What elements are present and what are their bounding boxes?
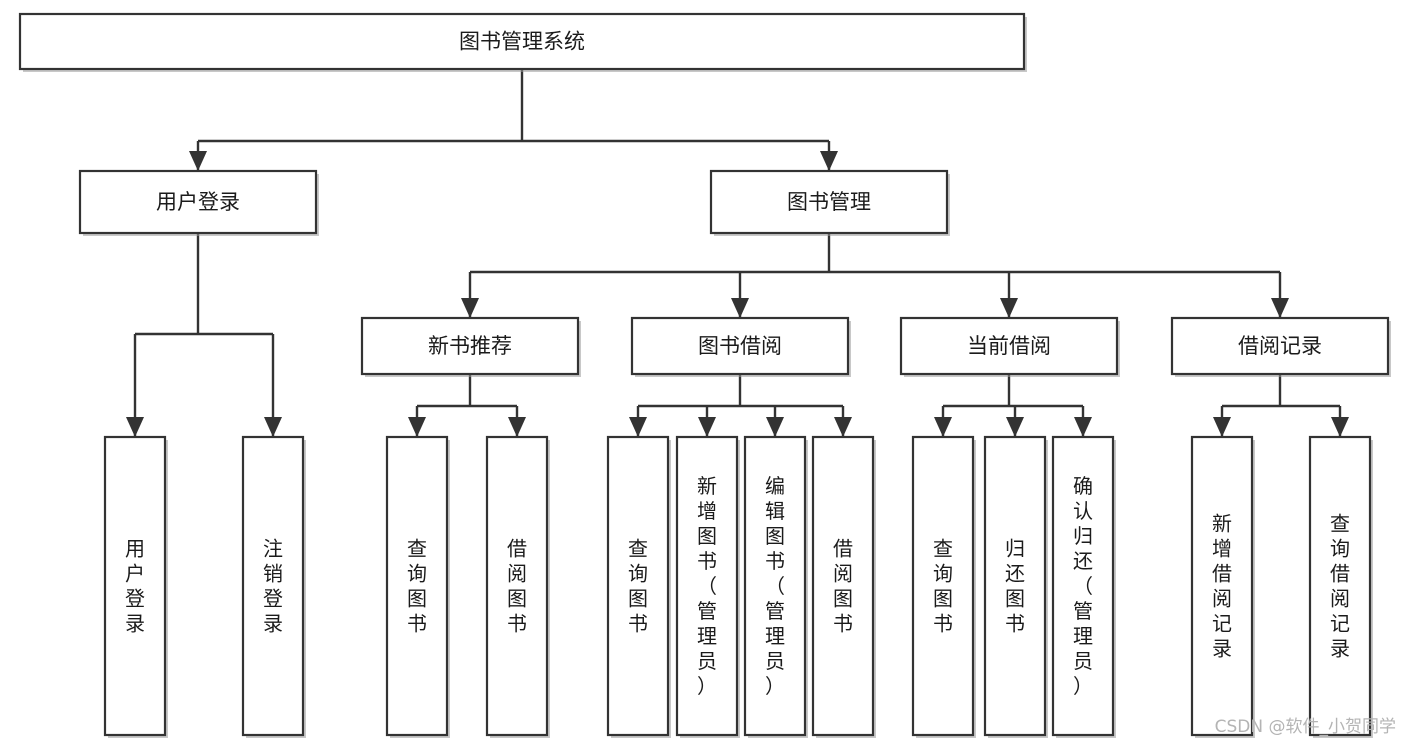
node-leaf-confirm-return[interactable]: 确认归还（管理员） [1051,435,1116,738]
connector-arrowhead [766,417,784,437]
node-label: 查询图书 [933,537,953,636]
node-label: 当前借阅 [967,334,1051,358]
node-label: 归还图书 [1005,537,1025,636]
node-leaf-edit-book[interactable]: 编辑图书（管理员） [743,435,808,738]
node-root[interactable]: 图书管理系统 [18,12,1027,72]
connector-arrowhead [508,417,526,437]
node-box-outline [485,435,549,737]
node-label: 查询图书 [628,537,648,636]
node-box-outline [1170,316,1390,376]
node-label: 注销登录 [263,537,283,636]
connector-arrowhead [731,298,749,318]
connector-arrowhead [189,151,207,171]
node-box-outline [1308,435,1372,737]
node-leaf-return-book[interactable]: 归还图书 [983,435,1048,738]
connector-arrowhead [461,298,479,318]
node-label: 新书推荐 [428,334,512,358]
node-label: 借阅图书 [833,537,853,636]
node-box-outline [743,435,807,737]
connector-arrowhead [629,417,647,437]
connector-arrowhead [698,417,716,437]
node-box-outline [241,435,305,737]
node-new-book-recommend[interactable]: 新书推荐 [360,316,581,377]
node-label: 查询借阅记录 [1330,512,1350,661]
node-leaf-add-borrow-record[interactable]: 新增借阅记录 [1190,435,1255,738]
node-label: 新增图书（管理员） [697,474,717,698]
node-label: 新增借阅记录 [1212,512,1232,661]
connector-arrowhead [126,417,144,437]
node-label: 用户登录 [125,537,145,636]
connector-arrowhead [934,417,952,437]
connector-arrowhead [834,417,852,437]
node-label: 图书管理系统 [459,30,585,54]
connector-arrowhead [1331,417,1349,437]
node-label: 用户登录 [156,190,240,214]
connector-arrowhead [1000,298,1018,318]
node-leaf-query-book-recommend[interactable]: 查询图书 [385,435,450,738]
node-leaf-query-borrow-record[interactable]: 查询借阅记录 [1308,435,1373,738]
node-box-outline [675,435,739,737]
node-box-outline [1190,435,1254,737]
node-leaf-borrow-book-recommend[interactable]: 借阅图书 [485,435,550,738]
connector-arrowhead [264,417,282,437]
node-box-outline [709,169,949,235]
node-label: 图书借阅 [698,334,782,358]
node-user-login[interactable]: 用户登录 [78,169,319,236]
node-box-outline [385,435,449,737]
connector-arrowhead [820,151,838,171]
connector-arrowhead [1074,417,1092,437]
node-label: 借阅图书 [507,537,527,636]
node-label: 图书管理 [787,190,871,214]
node-leaf-query-book-current[interactable]: 查询图书 [911,435,976,738]
node-box-outline [78,169,318,235]
watermark: CSDN @软件_小贺同学 [1215,717,1396,737]
node-book-manage[interactable]: 图书管理 [709,169,950,236]
node-borrow-record[interactable]: 借阅记录 [1170,316,1391,377]
node-box-outline [630,316,850,376]
node-box-outline [983,435,1047,737]
node-label: 编辑图书（管理员） [765,474,785,698]
node-current-borrow[interactable]: 当前借阅 [899,316,1120,377]
connector-arrowhead [1271,298,1289,318]
connector-arrowhead [408,417,426,437]
connector-arrowhead [1006,417,1024,437]
node-box-outline [360,316,580,376]
node-label: 确认归还（管理员） [1073,474,1093,698]
node-leaf-borrow-book[interactable]: 借阅图书 [811,435,876,738]
connector-arrowhead [1213,417,1231,437]
node-leaf-add-book[interactable]: 新增图书（管理员） [675,435,740,738]
node-box-outline [911,435,975,737]
node-box-outline [1051,435,1115,737]
node-box-outline [18,12,1026,71]
node-box-outline [606,435,670,737]
node-book-borrow[interactable]: 图书借阅 [630,316,851,377]
node-label: 借阅记录 [1238,334,1322,358]
node-leaf-user-login[interactable]: 用户登录 [103,435,168,738]
node-box-outline [899,316,1119,376]
node-box-outline [811,435,875,737]
node-leaf-query-book-borrow[interactable]: 查询图书 [606,435,671,738]
node-leaf-logout[interactable]: 注销登录 [241,435,306,738]
node-box-outline [103,435,167,737]
node-label: 查询图书 [407,537,427,636]
